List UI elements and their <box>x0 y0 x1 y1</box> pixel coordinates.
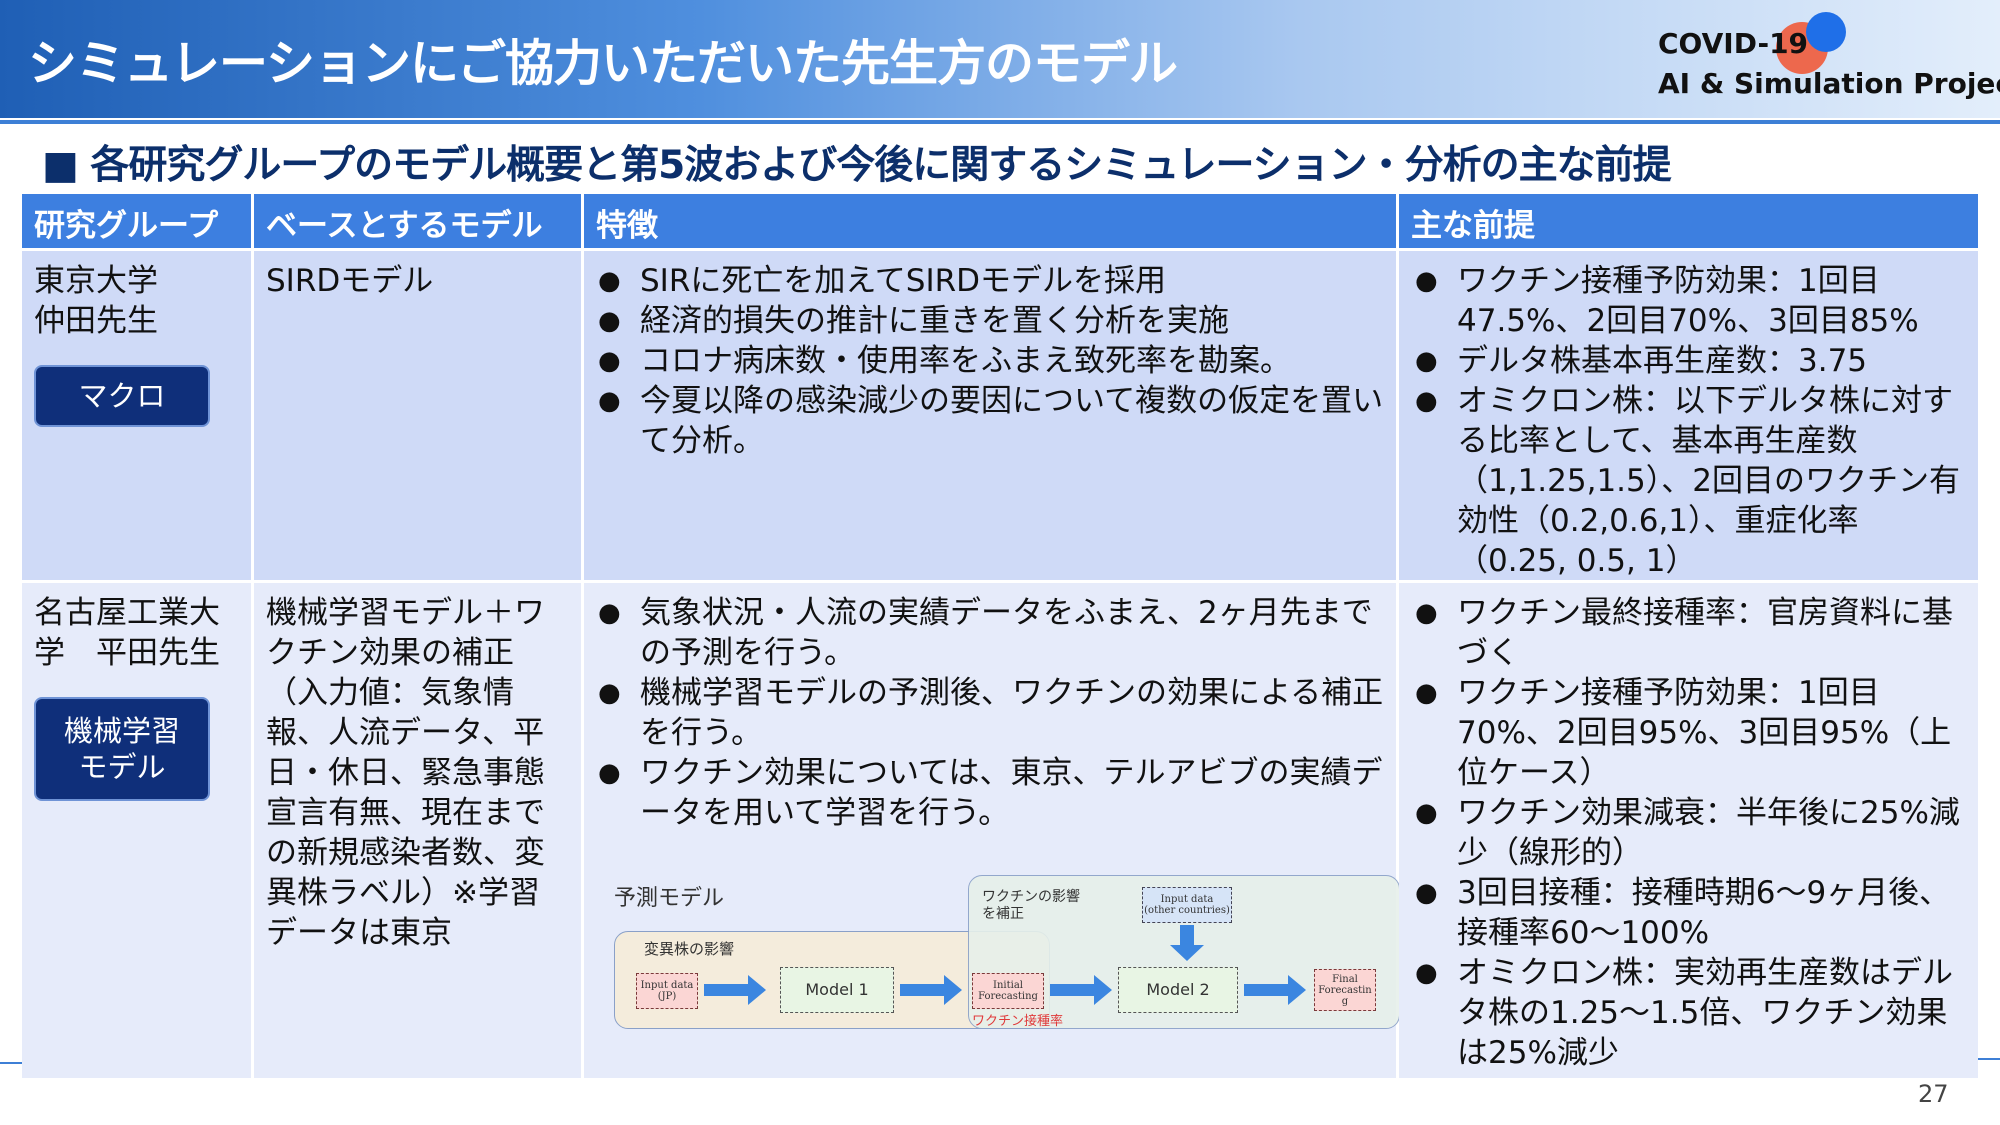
arrow-right-icon <box>1050 975 1112 1005</box>
row2-group-line1: 名古屋工業大学 平田先生 <box>34 595 220 671</box>
arrow-down-icon <box>1170 925 1204 961</box>
model1-box: Model 1 <box>780 967 894 1013</box>
header-group: 研究グループ <box>22 194 254 248</box>
arrow-right-icon <box>1244 975 1306 1005</box>
header-divider <box>0 120 2000 124</box>
row1-premise-item: デルタ株基本再生産数：3.75 <box>1411 341 1966 381</box>
project-line-2: AI & Simulation Project <box>1658 67 2000 100</box>
input-jp-line2: (JP) <box>657 991 677 1002</box>
footer-line-right <box>1978 1058 2000 1060</box>
header-premises: 主な前提 <box>1399 194 1978 248</box>
row1-badge-label: マクロ <box>78 379 166 413</box>
project-line-1: COVID-19 <box>1658 27 1809 60</box>
row1-premise-item: オミクロン株：以下デルタ株に対する比率として、基本再生産数（1,1.25,1.5… <box>1411 381 1966 581</box>
row1-feature-item: SIRに死亡を加えてSIRDモデルを採用 <box>594 261 1384 301</box>
final-line1: Final <box>1332 973 1358 985</box>
page-title: シミュレーションにご協力いただいた先生方のモデル <box>28 35 1178 92</box>
row1-premise-item: ワクチン接種予防効果：1回目47.5%、2回目70%、3回目85% <box>1411 261 1966 341</box>
row1-model-badge: マクロ <box>34 365 210 427</box>
vaccine-zone-label-line2: を補正 <box>982 906 1024 922</box>
row1-base-model-cell: SIRDモデル <box>254 248 584 580</box>
row2-premise-item: ワクチン最終接種率：官房資料に基づく <box>1411 593 1966 673</box>
row2-badge-line2: モデル <box>78 750 166 784</box>
row2-feature-item: 機械学習モデルの予測後、ワクチンの効果による補正を行う。 <box>594 673 1384 753</box>
header-banner: シミュレーションにご協力いただいた先生方のモデル COVID-19 AI & S… <box>0 0 2000 118</box>
footer-line-left <box>0 1062 22 1064</box>
model-table: 研究グループ ベースとするモデル 特徴 主な前提 東京大学 仲田先生 マクロ S… <box>22 194 1978 1078</box>
row1-features-cell: SIRに死亡を加えてSIRDモデルを採用 経済的損失の推計に重きを置く分析を実施… <box>584 248 1399 580</box>
diagram-title: 予測モデル <box>614 886 725 911</box>
row1-feature-item: 今夏以降の感染減少の要因について複数の仮定を置いて分析。 <box>594 381 1384 461</box>
row2-badge-line1: 機械学習 <box>63 714 180 748</box>
input-jp-line1: Input data <box>640 980 694 991</box>
row1-feature-item: 経済的損失の推計に重きを置く分析を実施 <box>594 301 1384 341</box>
row2-premise-item: オミクロン株：実効再生産数はデルタ株の1.25～1.5倍、ワクチン効果は25%減… <box>1411 953 1966 1073</box>
input-data-other-box: Input data(other countries) <box>1142 887 1232 923</box>
row1-premises-cell: ワクチン接種予防効果：1回目47.5%、2回目70%、3回目85% デルタ株基本… <box>1399 248 1978 580</box>
vaccine-rate-label: ワクチン接種率 <box>972 1014 1064 1029</box>
row1-group-line2: 仲田先生 <box>34 303 158 339</box>
initial-line2: Forecasting <box>978 991 1038 1002</box>
arrow-right-icon <box>900 975 962 1005</box>
row2-premise-item: ワクチン接種予防効果：1回目70%、2回目95%、3回目95%（上位ケース） <box>1411 673 1966 793</box>
input-data-jp-box: Input data(JP) <box>636 973 698 1009</box>
model2-box: Model 2 <box>1118 967 1238 1013</box>
logo-blue-circle-icon <box>1806 12 1846 52</box>
vaccine-zone-label: ワクチンの影響 を補正 <box>982 889 1080 923</box>
vaccine-zone-label-line1: ワクチンの影響 <box>982 889 1080 905</box>
row1-group-line1: 東京大学 <box>34 263 158 299</box>
final-line3: g <box>1341 995 1349 1007</box>
row2-feature-item: ワクチン効果については、東京、テルアビブの実績データを用いて学習を行う。 <box>594 753 1384 833</box>
row1-group-cell: 東京大学 仲田先生 マクロ <box>22 248 254 580</box>
row2-group-cell: 名古屋工業大学 平田先生 機械学習 モデル <box>22 580 254 1078</box>
row2-feature-item: 気象状況・人流の実績データをふまえ、2ヶ月先までの予測を行う。 <box>594 593 1384 673</box>
initial-line1: Initial <box>993 980 1023 991</box>
row1-feature-item: コロナ病床数・使用率をふまえ致死率を勘案。 <box>594 341 1384 381</box>
row2-base-model-cell: 機械学習モデル＋ワクチン効果の補正（入力値：気象情報、人流データ、平日・休日、緊… <box>254 580 584 1078</box>
row2-features-cell: 気象状況・人流の実績データをふまえ、2ヶ月先までの予測を行う。 機械学習モデルの… <box>584 580 1400 1078</box>
variant-zone-label: 変異株の影響 <box>644 940 735 958</box>
row2-premise-item: ワクチン効果減衰：半年後に25%減少（線形的） <box>1411 793 1966 873</box>
forecast-model-diagram: 予測モデル 変異株の影響 ワクチンの影響 を補正 Input data(JP) … <box>614 875 1400 1065</box>
page-number: 27 <box>1918 1080 1949 1108</box>
final-line2: Forecastin <box>1318 984 1372 996</box>
input-other-line1: Input data <box>1160 894 1214 905</box>
row2-premise-item: 3回目接種：接種時期6～9ヶ月後、接種率60～100% <box>1411 873 1966 953</box>
input-other-line2: (other countries) <box>1144 905 1230 916</box>
section-subtitle: ■ 各研究グループのモデル概要と第5波および今後に関するシミュレーション・分析の… <box>42 143 1672 188</box>
row2-premises-cell: ワクチン最終接種率：官房資料に基づく ワクチン接種予防効果：1回目70%、2回目… <box>1399 580 1978 1078</box>
header-base-model: ベースとするモデル <box>254 194 584 248</box>
arrow-right-icon <box>704 975 766 1005</box>
project-name: COVID-19 AI & Simulation Project <box>1658 24 2000 104</box>
row2-model-badge: 機械学習 モデル <box>34 697 210 801</box>
header-features: 特徴 <box>584 194 1399 248</box>
